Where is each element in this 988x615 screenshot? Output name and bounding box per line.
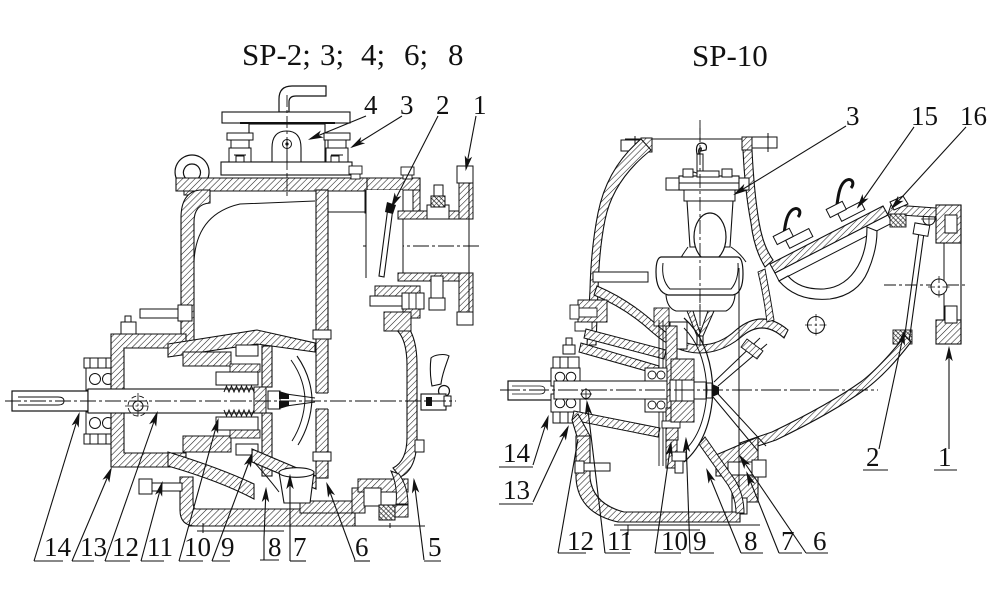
svg-text:8: 8 bbox=[744, 526, 758, 556]
svg-text:2: 2 bbox=[866, 442, 880, 472]
svg-text:6: 6 bbox=[813, 526, 827, 556]
svg-text:11: 11 bbox=[607, 526, 633, 556]
svg-text:11: 11 bbox=[147, 532, 173, 562]
svg-text:14: 14 bbox=[44, 532, 72, 562]
svg-text:1: 1 bbox=[473, 90, 487, 120]
svg-text:12: 12 bbox=[112, 532, 139, 562]
svg-text:3: 3 bbox=[846, 101, 860, 131]
svg-text:10: 10 bbox=[661, 526, 688, 556]
svg-text:3;: 3; bbox=[320, 37, 344, 72]
svg-text:12: 12 bbox=[567, 526, 594, 556]
svg-text:SP-10: SP-10 bbox=[692, 38, 768, 73]
svg-text:7: 7 bbox=[781, 526, 795, 556]
svg-text:4: 4 bbox=[364, 90, 378, 120]
svg-text:6: 6 bbox=[355, 532, 369, 562]
svg-text:14: 14 bbox=[503, 438, 531, 468]
svg-text:15: 15 bbox=[911, 101, 938, 131]
svg-text:1: 1 bbox=[938, 442, 952, 472]
svg-text:5: 5 bbox=[428, 532, 442, 562]
svg-text:6;: 6; bbox=[404, 37, 428, 72]
svg-text:9: 9 bbox=[693, 526, 707, 556]
svg-text:13: 13 bbox=[80, 532, 107, 562]
svg-text:8: 8 bbox=[268, 532, 282, 562]
svg-text:8: 8 bbox=[448, 37, 464, 72]
svg-text:7: 7 bbox=[293, 532, 307, 562]
svg-text:3: 3 bbox=[400, 90, 414, 120]
svg-text:4;: 4; bbox=[361, 37, 385, 72]
svg-text:10: 10 bbox=[184, 532, 211, 562]
svg-text:16: 16 bbox=[960, 101, 987, 131]
svg-text:2: 2 bbox=[436, 90, 450, 120]
svg-text:9: 9 bbox=[221, 532, 235, 562]
svg-text:13: 13 bbox=[503, 475, 530, 505]
svg-text:SP-2;: SP-2; bbox=[242, 37, 311, 72]
